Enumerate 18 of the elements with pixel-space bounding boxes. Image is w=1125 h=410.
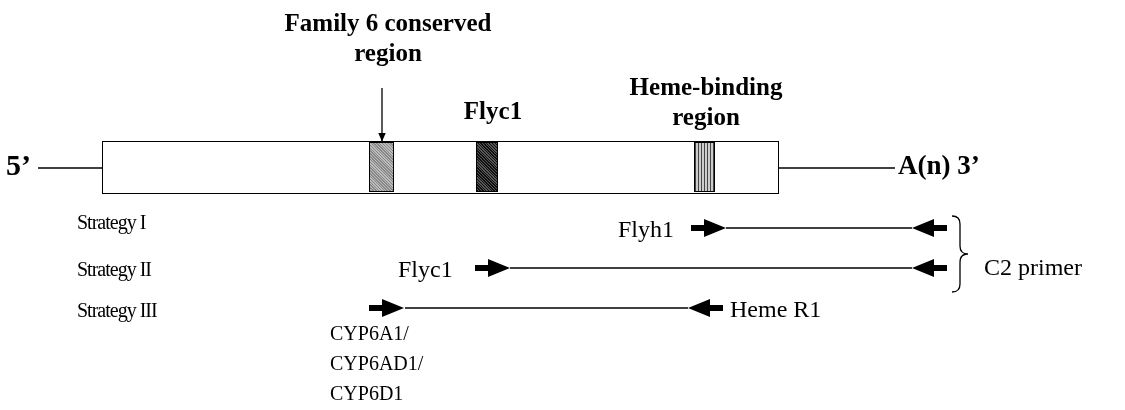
flyc1-region-block — [476, 142, 498, 192]
mrna-bar — [102, 141, 779, 194]
primer-name: Flyc1 — [398, 255, 453, 284]
five-prime-label: 5’ — [6, 150, 31, 180]
primer-names: CYP6A1/ CYP6AD1/ CYP6D1 — [330, 321, 425, 406]
strategy-label: Strategy I — [77, 210, 146, 236]
heme-binding-region-block — [694, 142, 715, 192]
region-heading: Family 6 conserved region — [262, 8, 514, 68]
primer-name: Heme R1 — [730, 295, 822, 324]
primer-name: Flyh1 — [618, 215, 674, 244]
strategy-label: Strategy II — [77, 257, 151, 283]
arrow — [378, 87, 386, 143]
conserved-region-block — [369, 142, 394, 192]
region-heading: Flyc1 — [462, 96, 524, 126]
region-heading: Heme-binding region — [628, 72, 784, 132]
strategy-label: Strategy III — [77, 298, 157, 324]
poly-a-three-prime-label: A(n) 3’ — [898, 150, 980, 180]
primer-name: C2 primer — [984, 253, 1082, 282]
